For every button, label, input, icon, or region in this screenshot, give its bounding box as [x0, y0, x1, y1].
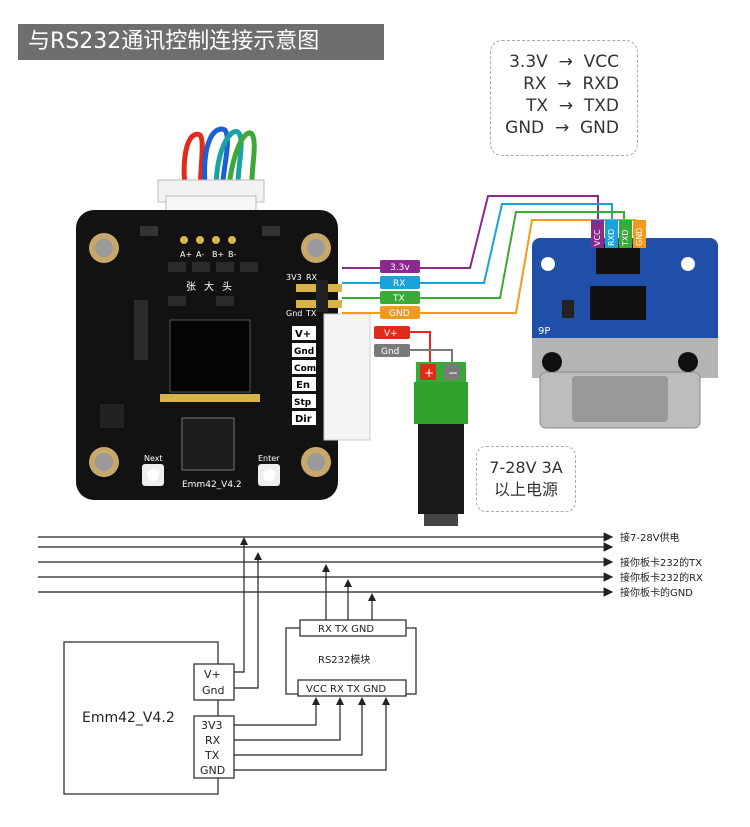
io-pin-3v3: 3V3: [201, 719, 223, 732]
pin-mapping-box: 3.3V → VCC RX → RXD TX → TXD GND → GND: [490, 40, 638, 156]
power-tag-vplus: V+: [384, 329, 398, 339]
schematic-bus-lines: [38, 532, 614, 597]
header-label-tx: TX: [305, 309, 317, 318]
bus-label-gnd: 接你板卡的GND: [620, 586, 693, 599]
wire-tags: [380, 260, 420, 319]
power-note-line2: 以上电源: [493, 480, 558, 499]
header-label-rx: RX: [306, 273, 318, 282]
rs232-module: 9P: [532, 238, 718, 429]
bus-label-rx: 接你板卡232的RX: [620, 571, 703, 584]
terminal-label-com: Com: [294, 364, 316, 374]
svg-text:+: +: [424, 366, 434, 380]
power-tag-gnd: Gnd: [381, 347, 399, 357]
rs232-top-pins: [299, 619, 407, 637]
rs232-bottom-labels: VCC RX TX GND: [306, 684, 386, 695]
io-pin-rx: RX: [205, 734, 221, 747]
pin-label-b-plus: B+: [212, 250, 224, 259]
driver-board: A+ A- B+ B- 张 大 头 Next Enter Em: [76, 210, 338, 500]
power-note-line1: 7-28V 3A: [489, 458, 563, 477]
motor-pin-header: [180, 236, 236, 244]
enter-button: [258, 464, 280, 486]
mcu-chip: [181, 417, 235, 471]
motor-cable: [181, 126, 257, 197]
screw-icon: [301, 447, 331, 477]
silk-char: 张: [186, 281, 196, 293]
wire-tag-3v3: 3.3v: [390, 263, 410, 273]
power-connections: [234, 542, 259, 689]
mapping-row-gnd: GND → GND: [505, 118, 619, 138]
terminal-label-vplus: V+: [295, 329, 311, 340]
rs232-bottom-pins: [297, 679, 407, 697]
bus-label-tx: 接你板卡232的TX: [620, 556, 702, 569]
rs232-module-name: RS232模块: [318, 654, 370, 666]
io-pin-gnd: GND: [200, 764, 225, 777]
max3232-chip: [590, 286, 646, 320]
module-pin-txd: TXD: [621, 229, 630, 247]
terminal-label-gnd: Gnd: [294, 347, 314, 357]
power-tag-gnd-bg: [374, 344, 410, 357]
mapping-row-3v3: 3.3V → VCC: [509, 52, 619, 72]
diagram-title: 与RS232通讯控制连接示意图: [18, 24, 384, 60]
module-pin-tags: [591, 220, 646, 248]
serial-pin-header: [296, 280, 342, 312]
enter-button-label: Enter: [258, 454, 280, 463]
controller-name: Emm42_V4.2: [82, 710, 175, 726]
next-button: [142, 464, 164, 486]
silk-char: 大: [204, 280, 214, 293]
terminal-label-dir: Dir: [295, 414, 312, 425]
module-text: 9P: [538, 326, 550, 337]
pin-label-a-plus: A+: [180, 250, 192, 259]
screw-icon: [301, 233, 331, 263]
oled-display: [169, 319, 251, 393]
power-note-box: 7-28V 3A 以上电源: [476, 446, 576, 512]
silk-char: 头: [222, 281, 232, 293]
power-pin-vplus: V+: [204, 668, 221, 681]
module-pin-vcc: VCC: [593, 229, 602, 246]
pin-label-b-minus: B-: [228, 250, 236, 259]
mapping-row-tx: TX → TXD: [525, 96, 619, 116]
module-pin-gnd: GND: [635, 228, 644, 246]
screw-icon: [89, 233, 119, 263]
io-pin-tx: TX: [204, 749, 220, 762]
board-model-label: Emm42_V4.2: [182, 480, 242, 490]
pin-label-a-minus: A-: [196, 250, 204, 259]
dc-jack-adapter: + −: [414, 362, 468, 526]
terminal-block: [323, 313, 371, 441]
module-pin-rxd: RXD: [607, 229, 616, 246]
wire-tag-tx: TX: [392, 294, 405, 304]
screw-icon: [89, 447, 119, 477]
mapping-row-rx: RX → RXD: [523, 74, 619, 94]
wire-tag-rx: RX: [393, 279, 405, 289]
svg-text:−: −: [448, 366, 458, 380]
rs232-bus-connections: [325, 570, 373, 620]
terminal-label-en: En: [296, 380, 310, 391]
header-label-gnd: Gnd: [286, 309, 302, 318]
bus-label-power: 接7-28V供电: [620, 531, 680, 544]
terminal-labels: [292, 326, 316, 425]
power-pin-box: [193, 663, 235, 701]
next-button-label: Next: [144, 454, 163, 463]
header-label-3v3: 3V3: [286, 273, 302, 282]
power-pin-gnd: Gnd: [202, 684, 224, 697]
terminal-label-stp: Stp: [294, 398, 312, 408]
io-pin-box: [193, 715, 235, 779]
power-tag-vplus-bg: [374, 326, 410, 339]
wire-tag-gnd: GND: [389, 309, 410, 319]
io-to-rs232-connections: [234, 704, 387, 771]
rs232-top-labels: RX TX GND: [318, 624, 374, 635]
